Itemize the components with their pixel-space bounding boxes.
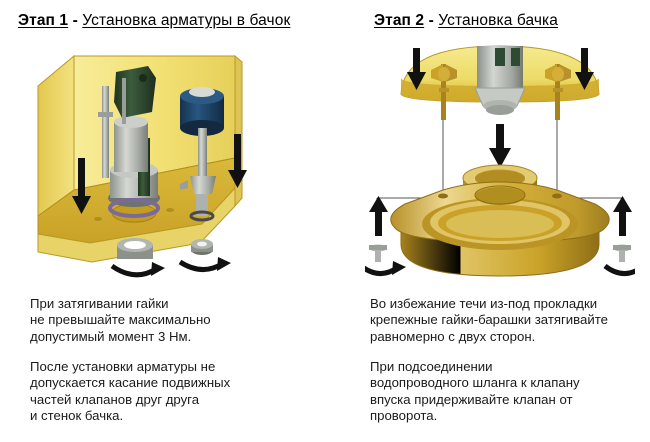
cistern-outlet-hole bbox=[112, 205, 156, 223]
step-1-note-2: После установки арматуры не допускается … bbox=[30, 359, 231, 424]
flush-valve-green-panel bbox=[138, 138, 150, 196]
step-2-note-2: При подсоединении водопроводного шланга … bbox=[370, 359, 580, 424]
step-1-stage-label: Этап 1 bbox=[18, 12, 69, 29]
valve-shank bbox=[474, 46, 526, 115]
down-arrow-right bbox=[575, 48, 594, 90]
flush-valve-gasket bbox=[108, 198, 160, 218]
cistern-outlet-hole-rim bbox=[111, 203, 157, 223]
cistern-floor bbox=[37, 157, 236, 244]
step-1-column: Этап 1 - Установка арматуры в бачок bbox=[18, 12, 290, 424]
cistern-right-wall bbox=[234, 54, 243, 208]
cistern-underside bbox=[400, 45, 600, 103]
wing-nut-left bbox=[431, 64, 457, 120]
rotate-arrow-bolt-right bbox=[603, 263, 635, 276]
step-2-column: Этап 2 - Установка бачка bbox=[360, 0, 650, 442]
step-2-heading: Этап 2 - Установка бачка bbox=[374, 12, 558, 30]
lock-nut-small bbox=[191, 239, 213, 255]
step-1-dash: - bbox=[72, 12, 78, 29]
cistern-left-wall bbox=[37, 54, 75, 217]
down-arrow-center bbox=[489, 124, 511, 168]
rotate-arrow-large-nut bbox=[110, 263, 158, 278]
flush-valve-top-cap bbox=[114, 116, 148, 128]
fill-valve-shaft bbox=[198, 128, 207, 176]
flush-valve-pivot bbox=[139, 74, 147, 82]
step-2-subject: Установка бачка bbox=[438, 12, 558, 29]
bolt-left bbox=[369, 244, 387, 262]
rotate-arrow-small-nut bbox=[178, 259, 224, 272]
down-arrow-left bbox=[407, 48, 426, 90]
step-1-heading: Этап 1 - Установка арматуры в бачок bbox=[18, 12, 290, 30]
cistern-with-valves-figure bbox=[30, 38, 280, 278]
lock-nut-large bbox=[117, 238, 153, 259]
fill-valve-shank bbox=[196, 194, 208, 216]
float-cup-cap bbox=[189, 87, 215, 97]
rotate-arrow-small-nut-head bbox=[217, 257, 231, 271]
flush-valve-head bbox=[114, 66, 156, 118]
flush-valve-body-lower bbox=[110, 170, 158, 198]
overflow-tube-clip bbox=[98, 112, 113, 117]
rotate-arrow-bolt-left bbox=[365, 265, 399, 276]
overflow-tube bbox=[102, 86, 109, 178]
sealing-ring bbox=[462, 164, 538, 206]
alignment-guides bbox=[376, 120, 624, 234]
step-1-subject: Установка арматуры в бачок bbox=[82, 12, 291, 29]
flush-valve-base bbox=[108, 189, 160, 207]
bolt-right bbox=[613, 244, 631, 262]
float-cup-top bbox=[180, 88, 224, 104]
rotate-arrow-large-nut-head bbox=[151, 262, 165, 276]
up-arrow-left bbox=[369, 196, 388, 236]
bolt-hole-left bbox=[94, 217, 102, 221]
down-arrow-flush-valve bbox=[72, 158, 91, 214]
up-arrow-right bbox=[613, 196, 632, 236]
cistern-back-wall bbox=[73, 55, 236, 191]
flush-valve-body-upper bbox=[114, 122, 148, 172]
step-2-note-1: Во избежание течи из-под прокладки крепе… bbox=[370, 296, 608, 344]
wing-nut-right bbox=[545, 64, 571, 120]
cistern-to-bowl-figure bbox=[365, 38, 635, 283]
flush-valve-collar bbox=[110, 162, 158, 178]
flush-valve-assembly bbox=[98, 66, 160, 207]
fill-valve-gasket bbox=[189, 210, 215, 222]
cistern-front-skirt bbox=[37, 186, 236, 263]
fill-valve-assembly bbox=[180, 87, 224, 216]
rotate-arrow-bolt-left-head bbox=[392, 261, 406, 275]
step-1-note-1: При затягивании гайки не превышайте макс… bbox=[30, 296, 211, 344]
fill-valve-inlet-nipple bbox=[180, 180, 188, 190]
step-2-dash: - bbox=[428, 12, 434, 29]
flush-valve-link-rod bbox=[122, 78, 126, 124]
fill-valve-body bbox=[190, 176, 216, 194]
float-cup bbox=[180, 96, 224, 128]
bolt-hole-right bbox=[166, 208, 174, 212]
down-arrow-fill-valve bbox=[228, 134, 247, 188]
step-2-stage-label: Этап 2 bbox=[374, 12, 425, 29]
float-cup-bottom bbox=[180, 120, 224, 136]
toilet-bowl-top bbox=[390, 181, 610, 277]
